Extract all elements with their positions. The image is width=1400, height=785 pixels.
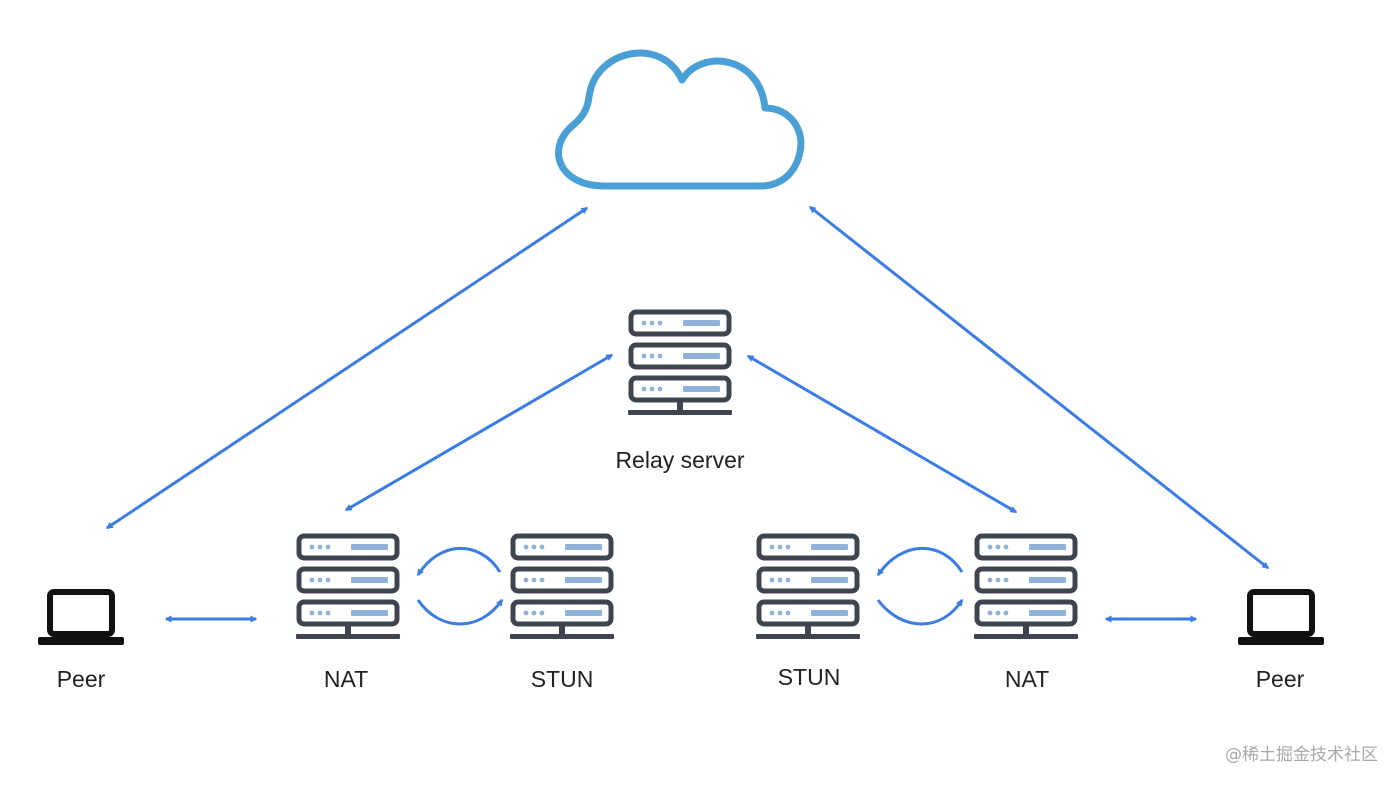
- server-rack-icon: [756, 536, 860, 639]
- label-peer-right: Peer: [1255, 666, 1305, 692]
- arrow-nat-left-to-stun-left: [416, 598, 504, 626]
- label-stun-left: STUN: [530, 666, 594, 692]
- arrow-nat-right-to-stun-right: [876, 546, 964, 577]
- laptop-icon: [38, 592, 124, 645]
- label-stun-right: STUN: [777, 664, 841, 690]
- watermark: @稀土掘金技术社区: [1225, 745, 1378, 765]
- label-relay-server: Relay server: [615, 447, 745, 473]
- server-rack-icon: [296, 536, 400, 639]
- arrow-peer-left-cloud: [105, 206, 589, 530]
- arrow-nat-left-relay: [344, 353, 614, 512]
- server-rack-icon: [510, 536, 614, 639]
- arrow-cloud-peer-right: [808, 205, 1270, 570]
- label-nat-right: NAT: [1004, 666, 1050, 692]
- arrow-stun-left-to-nat-left: [416, 546, 502, 577]
- server-rack-icon: [628, 312, 732, 415]
- laptop-icon: [1238, 592, 1324, 645]
- label-nat-left: NAT: [323, 666, 369, 692]
- server-rack-icon: [974, 536, 1078, 639]
- cloud-icon: [555, 49, 805, 190]
- label-peer-left: Peer: [56, 666, 106, 692]
- arrow-stun-right-to-nat-right: [876, 598, 964, 626]
- arrow-relay-nat-right: [746, 354, 1018, 514]
